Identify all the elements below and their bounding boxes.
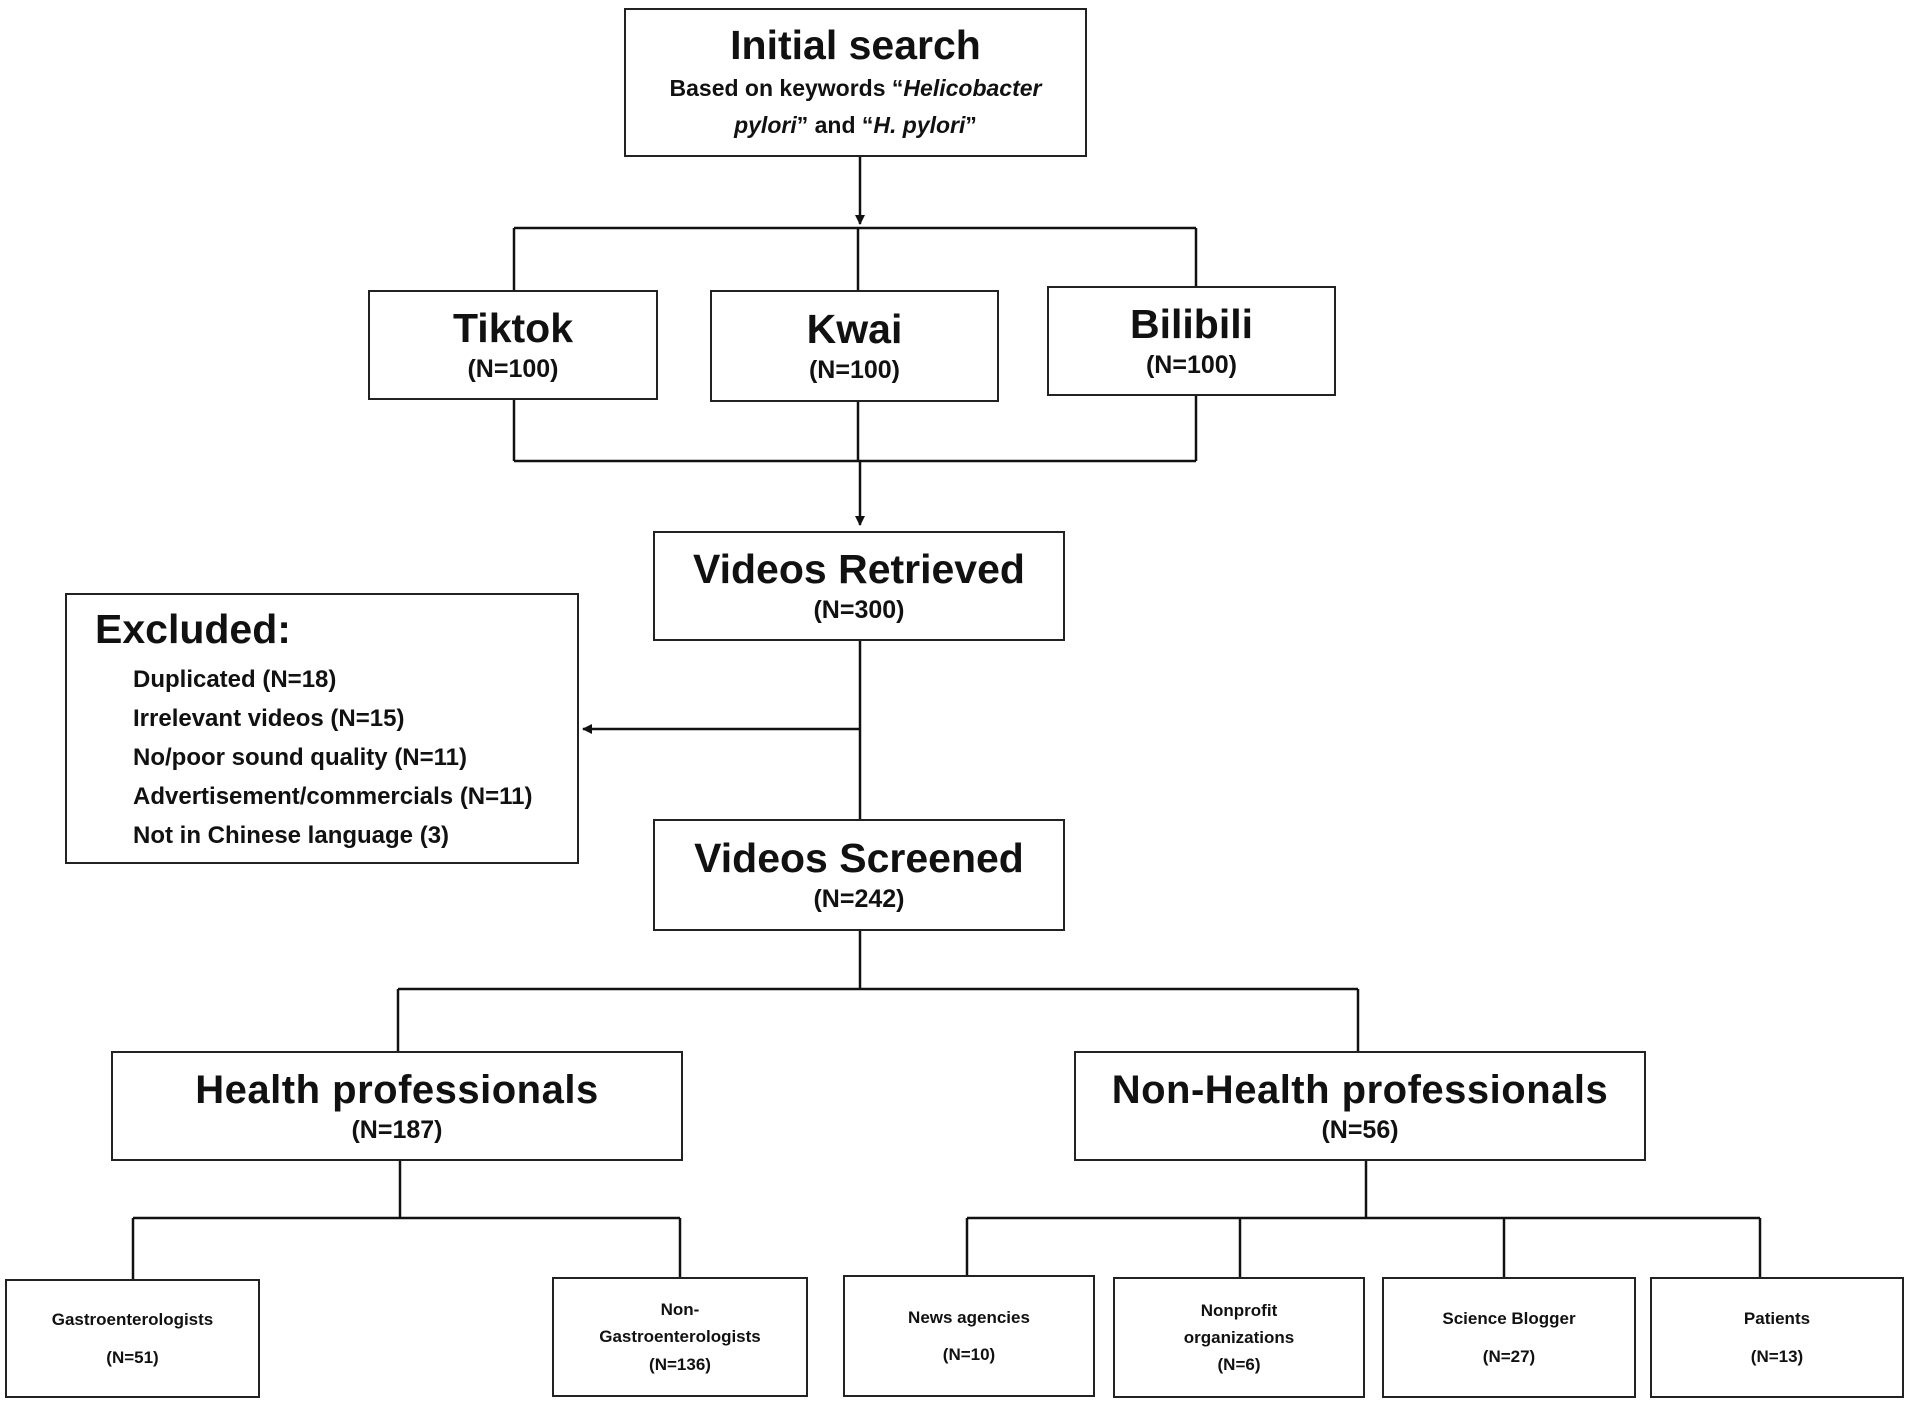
platform-name: Bilibili (1130, 301, 1253, 348)
excluded-list: Duplicated (N=18) Irrelevant videos (N=1… (95, 660, 533, 855)
excluded-item: Advertisement/commercials (N=11) (133, 783, 533, 811)
videos-screened-box: Videos Screened (N=242) (653, 819, 1065, 931)
subgroup-count: (N=6) (1217, 1355, 1261, 1375)
subgroup-label: Gastroenterologists (599, 1327, 761, 1347)
non-health-professionals-title: Non-Health professionals (1111, 1067, 1609, 1112)
platform-count: (N=100) (808, 356, 900, 385)
videos-retrieved-count: (N=300) (813, 596, 905, 625)
gastroenterologists-box: Gastroenterologists (N=51) (5, 1279, 260, 1398)
initial-search-title: Initial search (730, 22, 981, 69)
subgroup-label: Science Blogger (1442, 1309, 1576, 1329)
excluded-box: Excluded: Duplicated (N=18) Irrelevant v… (65, 593, 579, 864)
videos-screened-title: Videos Screened (694, 835, 1024, 882)
subgroup-label: Nonprofit (1200, 1300, 1278, 1320)
subgroup-count: (N=136) (649, 1354, 711, 1374)
subgroup-label: Non- (660, 1300, 700, 1320)
platform-count: (N=100) (467, 355, 559, 384)
videos-retrieved-title: Videos Retrieved (693, 546, 1025, 593)
subgroup-label: organizations (1183, 1327, 1295, 1347)
subgroup-count: (N=51) (106, 1347, 159, 1367)
excluded-title: Excluded: (95, 606, 291, 652)
non-health-professionals-count: (N=56) (1321, 1115, 1399, 1144)
platform-tiktok-box: Tiktok (N=100) (368, 290, 658, 400)
initial-search-keywords-line2: pylori” and “H. pylori” (734, 112, 977, 139)
excluded-item: Not in Chinese language (3) (133, 822, 450, 850)
platform-name: Kwai (806, 306, 903, 353)
keyword-h-pylori: H. pylori (873, 112, 966, 139)
health-professionals-title: Health professionals (195, 1067, 599, 1112)
initial-search-keywords-line1: Based on keywords “Helicobacter (669, 75, 1042, 102)
videos-screened-count: (N=242) (813, 885, 905, 914)
health-professionals-count: (N=187) (351, 1115, 443, 1144)
excluded-item: No/poor sound quality (N=11) (133, 744, 468, 772)
excluded-item: Duplicated (N=18) (133, 666, 337, 694)
platform-count: (N=100) (1145, 351, 1237, 380)
non-gastroenterologists-box: Non- Gastroenterologists (N=136) (552, 1277, 808, 1397)
platform-name: Tiktok (453, 305, 573, 352)
initial-search-box: Initial search Based on keywords “Helico… (624, 8, 1087, 157)
platform-bilibili-box: Bilibili (N=100) (1047, 286, 1336, 396)
science-blogger-box: Science Blogger (N=27) (1382, 1277, 1636, 1398)
nonprofit-organizations-box: Nonprofit organizations (N=6) (1113, 1277, 1365, 1398)
subgroup-count: (N=10) (942, 1345, 996, 1364)
non-health-professionals-box: Non-Health professionals (N=56) (1074, 1051, 1646, 1161)
subgroup-label: Patients (1743, 1309, 1811, 1329)
health-professionals-box: Health professionals (N=187) (111, 1051, 683, 1161)
subgroup-count: (N=27) (1482, 1346, 1536, 1366)
news-agencies-box: News agencies (N=10) (843, 1275, 1095, 1397)
patients-box: Patients (N=13) (1650, 1277, 1904, 1398)
keyword-helicobacter: Helicobacter (903, 75, 1042, 102)
excluded-item: Irrelevant videos (N=15) (133, 705, 405, 733)
subgroup-label: News agencies (908, 1307, 1030, 1327)
platform-kwai-box: Kwai (N=100) (710, 290, 999, 402)
videos-retrieved-box: Videos Retrieved (N=300) (653, 531, 1065, 641)
keyword-pylori: pylori (734, 112, 797, 139)
subgroup-count: (N=13) (1750, 1346, 1804, 1366)
subgroup-label: Gastroenterologists (51, 1310, 214, 1330)
